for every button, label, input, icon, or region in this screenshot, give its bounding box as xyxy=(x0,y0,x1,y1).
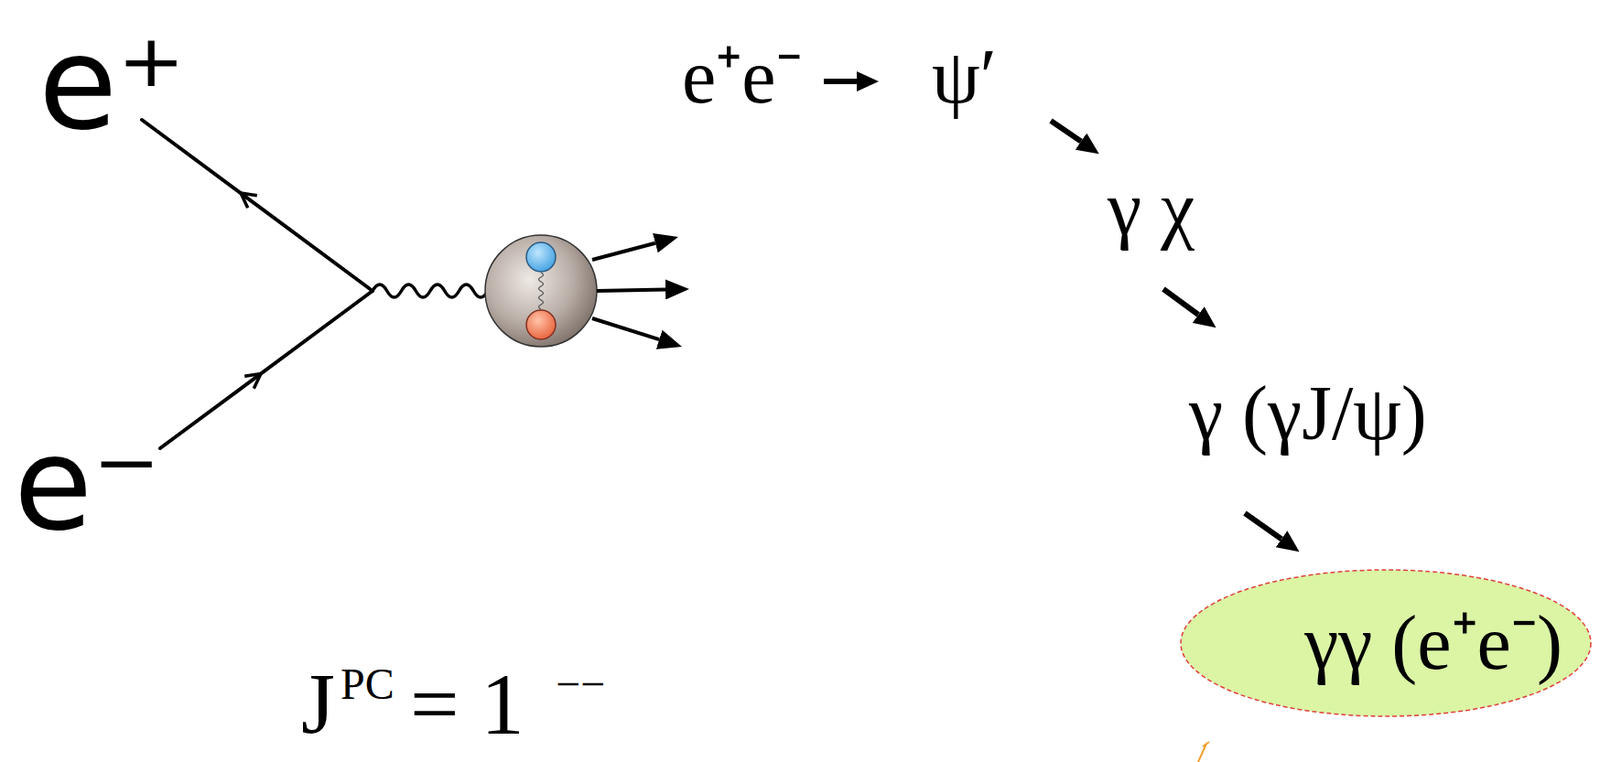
decay-arrow xyxy=(1050,120,1082,142)
decay-arrow xyxy=(1244,513,1282,540)
decay-step-holder: γ (γJ/ψ) xyxy=(1189,375,1428,453)
antiquark-dot xyxy=(526,310,556,340)
quantum-number-superscript-holder: −− xyxy=(555,662,606,707)
decay-step: γ (γJ/ψ) xyxy=(1189,370,1428,456)
decay-arrow xyxy=(823,78,857,85)
result-ellipse: γγ (e⁺e⁻) xyxy=(1178,568,1593,719)
outgoing-arrow xyxy=(592,318,660,340)
quantum-number: J xyxy=(301,656,336,754)
fermion-arrow xyxy=(244,374,261,390)
gluon-coil xyxy=(539,272,544,310)
quantum-number: = 1 xyxy=(410,656,525,754)
quantum-number-superscript-holder: PC xyxy=(340,662,395,707)
final-state-text: γγ (e⁺e⁻) xyxy=(1304,605,1563,682)
quantum-number-superscript: PC xyxy=(340,659,395,709)
quantum-number-holder: = 1 xyxy=(410,661,525,749)
decay-step-holder: ψ′ xyxy=(931,38,997,116)
particle-label-holder: e⁻ xyxy=(13,421,161,550)
quantum-number-superscript: −− xyxy=(555,659,606,709)
decay-step-holder: γ χ xyxy=(1107,170,1195,248)
fermion-arrow xyxy=(240,193,258,208)
electron-line xyxy=(160,291,373,449)
photon-line xyxy=(372,284,488,298)
decay-step: e⁺e⁻ xyxy=(681,33,802,119)
outgoing-arrow xyxy=(596,290,666,292)
outgoing-arrow xyxy=(592,243,656,260)
pointer-mark xyxy=(1198,742,1210,762)
decay-arrow xyxy=(1163,289,1199,315)
decay-step-holder: e⁺e⁻ xyxy=(681,38,802,116)
quantum-number-holder: J xyxy=(301,661,336,749)
particle-label: e⁺ xyxy=(38,9,185,159)
meson-blob xyxy=(485,235,597,347)
quark-dot xyxy=(526,242,556,272)
ellipse-shape xyxy=(1180,570,1591,717)
particle-label-holder: e⁺ xyxy=(38,20,185,149)
decay-step: γ χ xyxy=(1107,165,1195,251)
particle-label: e⁻ xyxy=(13,410,161,560)
decay-step: ψ′ xyxy=(931,33,997,119)
